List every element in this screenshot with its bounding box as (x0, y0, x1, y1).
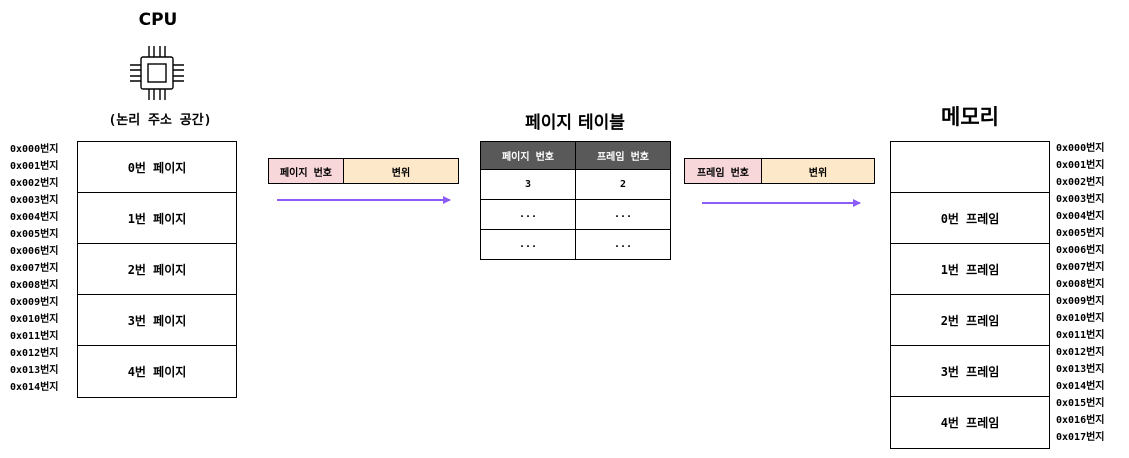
page-number-field: 페이지 번호 (268, 158, 344, 184)
address-label: 0x007번지 (1056, 262, 1105, 273)
frame-cell: 2번 프레임 (891, 295, 1049, 346)
cpu-title: CPU (138, 10, 178, 30)
address-label: 0x009번지 (10, 297, 59, 308)
page-cell: 0번 페이지 (78, 142, 236, 193)
address-label: 0x014번지 (1056, 381, 1105, 392)
frame-cell (891, 142, 1049, 193)
address-label: 0x009번지 (1056, 296, 1105, 307)
address-label: 0x003번지 (10, 195, 59, 206)
memory-frame-stack: 0번 프레임 1번 프레임 2번 프레임 3번 프레임 4번 프레임 (890, 141, 1050, 449)
frame-cell: 4번 프레임 (940, 416, 1000, 430)
offset-field: 변위 (344, 158, 459, 184)
address-label: 0x005번지 (1056, 228, 1105, 239)
address-label: 0x011번지 (1056, 330, 1105, 341)
address-label: 0x006번지 (10, 246, 59, 257)
logical-address-box: 페이지 번호 변위 (268, 158, 459, 184)
address-label: 0x000번지 (1056, 143, 1105, 154)
address-label: 0x013번지 (10, 365, 59, 376)
address-label: 0x015번지 (1056, 398, 1105, 409)
cpu-chip-icon (130, 46, 184, 100)
table-cell: 2 (575, 169, 671, 200)
address-label: 0x005번지 (10, 229, 59, 240)
frame-number-field: 프레임 번호 (684, 158, 762, 184)
page-table-title: 페이지 테이블 (525, 113, 625, 133)
address-label: 0x011번지 (10, 331, 59, 342)
table-cell: ... (575, 229, 671, 260)
page-cell: 2번 페이지 (78, 244, 236, 295)
address-label: 0x003번지 (1056, 194, 1105, 205)
logical-page-stack: 0번 페이지 1번 페이지 2번 페이지 3번 페이지 4번 페이지 (77, 141, 237, 398)
logical-address-list: 0x000번지 0x001번지 0x002번지 0x003번지 0x004번지 … (10, 141, 59, 396)
physical-address-list: 0x000번지 0x001번지 0x002번지 0x003번지 0x004번지 … (1056, 140, 1105, 446)
address-label: 0x004번지 (10, 212, 59, 223)
page-cell: 1번 페이지 (78, 193, 236, 244)
frame-cell: 1번 프레임 (891, 244, 1049, 295)
address-label: 0x016번지 (1056, 415, 1105, 426)
offset-field: 변위 (762, 158, 875, 184)
page-cell: 4번 페이지 (127, 365, 187, 379)
table-row: ... ... (480, 229, 671, 260)
column-header: 페이지 번호 (480, 141, 576, 170)
address-label: 0x010번지 (1056, 313, 1105, 324)
address-label: 0x006번지 (1056, 245, 1105, 256)
address-label: 0x008번지 (1056, 279, 1105, 290)
table-header-row: 페이지 번호 프레임 번호 (480, 141, 671, 170)
table-row: 3 2 (480, 169, 671, 200)
address-label: 0x000번지 (10, 144, 59, 155)
frame-cell: 3번 프레임 (891, 346, 1049, 397)
memory-title: 메모리 (941, 105, 999, 129)
cpu-subtitle: (논리 주소 공간) (108, 113, 212, 128)
address-label: 0x017번지 (1056, 432, 1105, 443)
page-cell: 3번 페이지 (78, 295, 236, 346)
address-label: 0x004번지 (1056, 211, 1105, 222)
address-label: 0x008번지 (10, 280, 59, 291)
address-label: 0x001번지 (10, 161, 59, 172)
address-label: 0x010번지 (10, 314, 59, 325)
address-label: 0x002번지 (1056, 177, 1105, 188)
page-table: 페이지 번호 프레임 번호 3 2 ... ... ... ... (480, 141, 671, 260)
address-label: 0x014번지 (10, 382, 59, 393)
address-label: 0x012번지 (10, 348, 59, 359)
frame-cell: 0번 프레임 (891, 193, 1049, 244)
address-label: 0x013번지 (1056, 364, 1105, 375)
table-cell: ... (480, 199, 576, 230)
physical-address-box: 프레임 번호 변위 (684, 158, 875, 184)
address-label: 0x001번지 (1056, 160, 1105, 171)
address-label: 0x007번지 (10, 263, 59, 274)
address-label: 0x012번지 (1056, 347, 1105, 358)
address-label: 0x002번지 (10, 178, 59, 189)
